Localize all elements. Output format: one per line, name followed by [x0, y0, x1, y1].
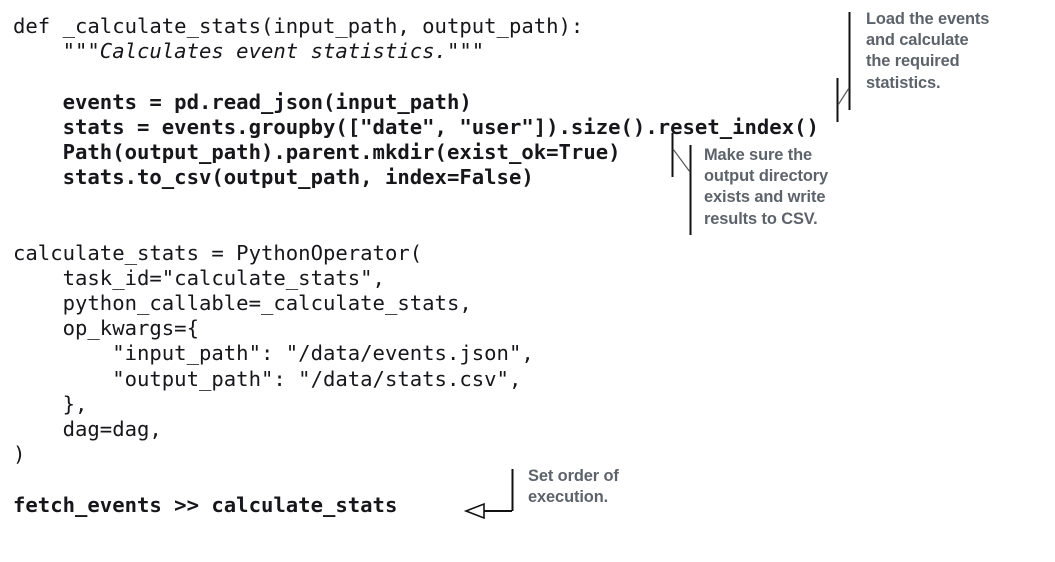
callout-make-output-directory: Make sure the output directory exists an…: [704, 146, 829, 228]
code-line: "output_path": "/data/stats.csv",: [13, 366, 522, 391]
code-line: events = pd.read_json(input_path): [13, 89, 472, 114]
callout-load-events: Load the events and calculate the requir…: [866, 10, 990, 92]
code-line: ): [13, 442, 26, 467]
code-line: calculate_stats = PythonOperator(: [13, 240, 423, 265]
code-line: stats = events.groupby(["date", "user"])…: [13, 114, 819, 139]
code-line-blank: [13, 64, 843, 89]
code-line: op_kwargs={: [13, 316, 199, 341]
code-line: dag=dag,: [13, 417, 162, 441]
code-block: def _calculate_stats(input_path, output_…: [13, 14, 843, 518]
code-line: "input_path": "/data/events.json",: [13, 341, 534, 366]
code-line: },: [13, 391, 88, 416]
code-line-blank: [13, 467, 843, 492]
code-line: stats.to_csv(output_path, index=False): [13, 165, 534, 190]
callout-set-order-of-execution: Set order of execution.: [528, 467, 619, 507]
code-line: """Calculates event statistics.""": [13, 39, 485, 64]
code-line: fetch_events >> calculate_stats: [13, 492, 398, 517]
code-line: Path(output_path).parent.mkdir(exist_ok=…: [13, 139, 621, 164]
code-line: task_id="calculate_stats",: [13, 265, 385, 290]
code-line: def _calculate_stats(input_path, output_…: [13, 14, 584, 38]
code-line: python_callable=_calculate_stats,: [13, 291, 472, 316]
